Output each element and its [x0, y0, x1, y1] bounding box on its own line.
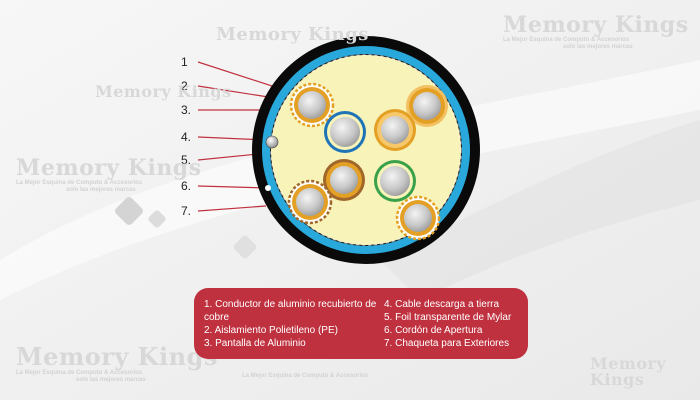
- callout-number: 1: [181, 55, 188, 69]
- watermark-brand: Memory Kings: [16, 342, 218, 371]
- ripcord: [265, 185, 271, 191]
- conductor-green-white: [395, 195, 441, 241]
- legend-item: 5. Foil transparente de Mylar: [384, 312, 512, 323]
- watermark-logo: Memory Kings La Mejor Esquina de Computo…: [16, 157, 202, 193]
- legend-item: 4. Cable descarga a tierra: [384, 299, 500, 310]
- watermark-tagline: La Mejor Esquina de Computo & Accesorios: [242, 373, 369, 379]
- callout-number: 2: [181, 79, 188, 93]
- legend-item: 3. Pantalla de Aluminio: [204, 338, 306, 349]
- watermark-tagline: La Mejor Esquina de Computo & Accesorios: [16, 180, 143, 186]
- callout-number: 6.: [181, 179, 191, 193]
- legend-column-left: 1. Conductor de aluminio recubierto de c…: [204, 298, 384, 350]
- watermark-tagline: solo las mejores marcas: [76, 377, 146, 383]
- conductor-brown: [323, 159, 365, 201]
- watermark-logo: Memory Kings: [590, 356, 700, 388]
- legend-box: 1. Conductor de aluminio recubierto de c…: [194, 288, 528, 359]
- callout-number: 3.: [181, 103, 191, 117]
- conductor-green: [374, 160, 416, 202]
- legend-item: 7. Chaqueta para Exteriores: [384, 338, 510, 349]
- legend-item: 2. Aislamiento Polietileno (PE): [204, 325, 338, 336]
- background-diamond: [233, 235, 257, 259]
- watermark-brand: Memory Kings: [503, 12, 689, 38]
- watermark-logo: Memory Kings: [95, 84, 232, 100]
- callout-line-6: [197, 185, 269, 189]
- conductor-blue-white: [374, 109, 416, 151]
- callout-number: 4.: [181, 130, 191, 144]
- conductor-brown-white: [287, 179, 333, 225]
- watermark-logo: Memory Kings La Mejor Esquina de Computo…: [16, 342, 218, 384]
- watermark-brand: Memory Kings: [216, 24, 369, 45]
- watermark-brand: Memory Kings: [16, 155, 202, 181]
- conductor-orange: [289, 82, 335, 128]
- watermark-brand: Memory Kings: [95, 82, 232, 101]
- legend-column-right: 4. Cable descarga a tierra 5. Foil trans…: [384, 298, 524, 350]
- callout-line-7: [197, 205, 267, 212]
- watermark-tagline: La Mejor Esquina de Computo & Accesorios: [503, 37, 630, 43]
- watermark-tagline: solo las mejores marcas: [563, 44, 633, 50]
- legend-item: 6. Cordón de Apertura: [384, 325, 483, 336]
- legend-item: 1. Conductor de aluminio recubierto de c…: [204, 299, 377, 323]
- callout-number: 5.: [181, 153, 191, 167]
- conductors: [287, 82, 448, 241]
- conductor-blue: [324, 111, 366, 153]
- callout-number: 7.: [181, 204, 191, 218]
- conductor-orange-white: [406, 85, 448, 127]
- callout-numbers: 1 2 3. 4. 5. 6. 7.: [181, 55, 191, 218]
- watermark-logo: Memory Kings: [216, 26, 369, 44]
- watermark-logo: La Mejor Esquina de Computo & Accesorios: [242, 372, 368, 379]
- watermark-tagline: solo las mejores marcas: [66, 187, 136, 193]
- ground-drain-wire: [265, 135, 279, 149]
- background-diamond: [115, 197, 143, 225]
- ripcord-line: [270, 54, 462, 246]
- watermark-brand: Memory Kings: [590, 354, 667, 389]
- background-diamond: [148, 210, 166, 228]
- watermark-tagline: La Mejor Esquina de Computo & Accesorios: [16, 370, 143, 376]
- background-sweep: [380, 120, 700, 300]
- watermark-logo: Memory Kings La Mejor Esquina de Computo…: [503, 14, 689, 50]
